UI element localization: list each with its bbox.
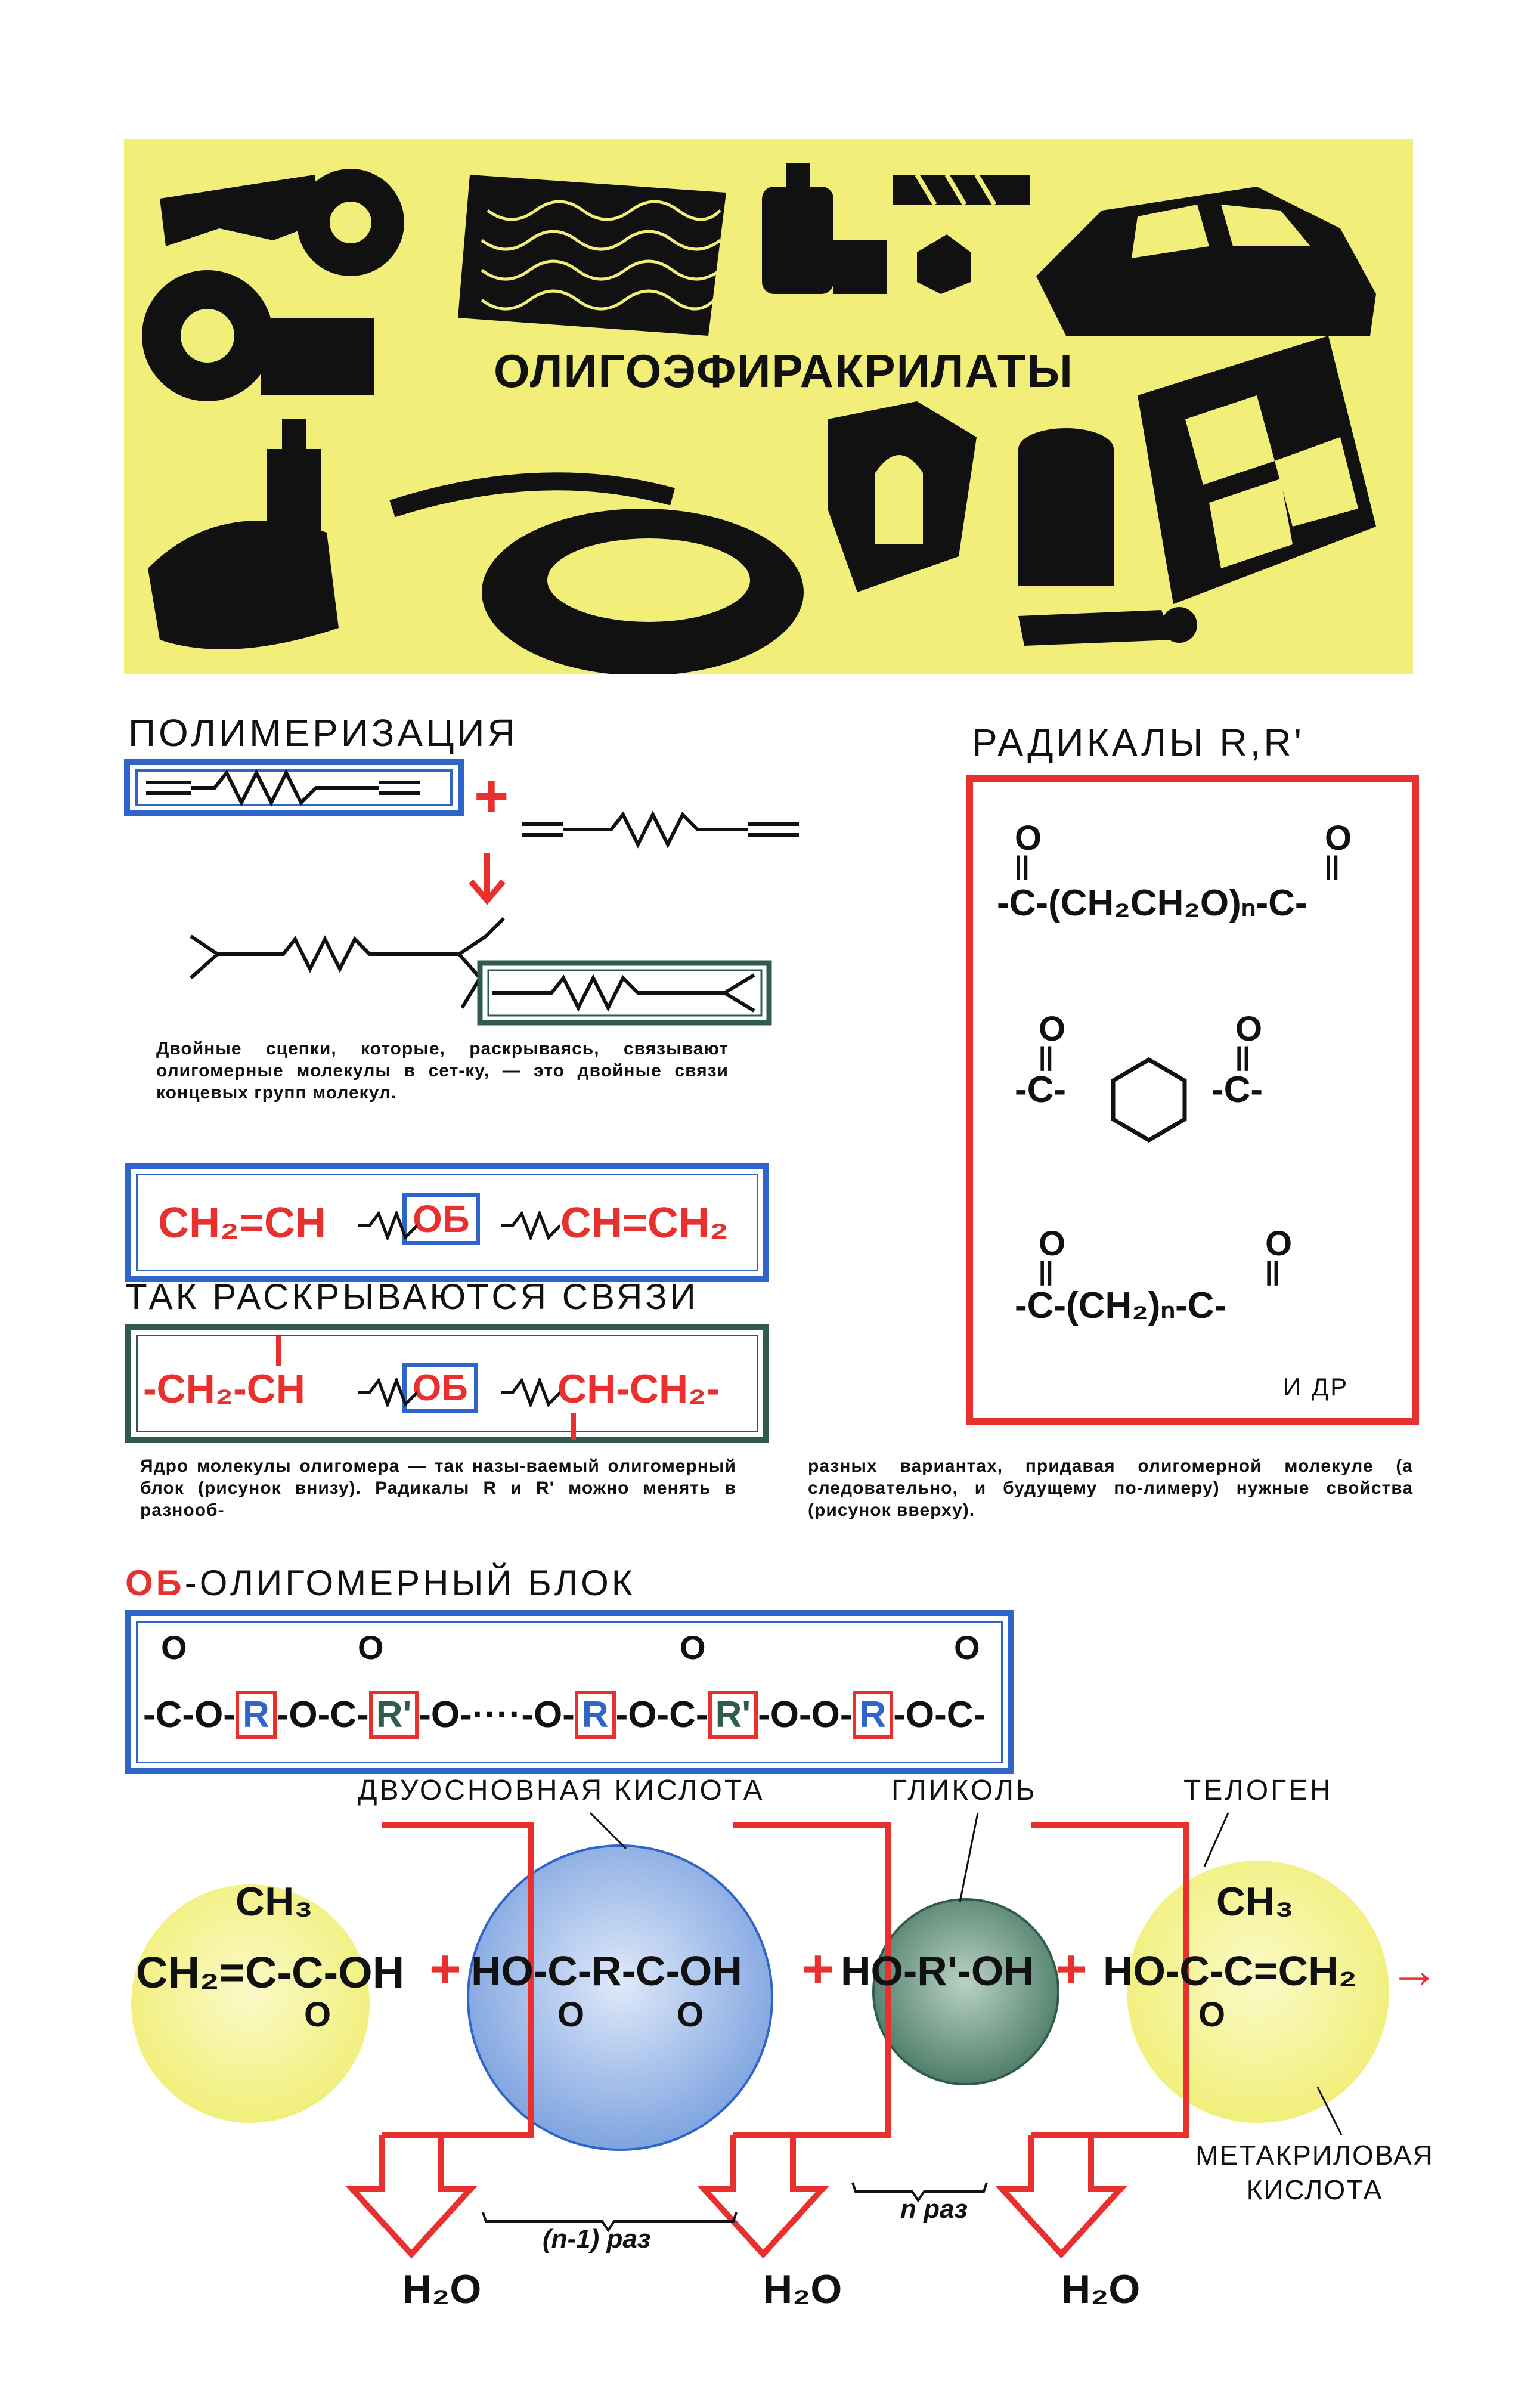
oligomer-block-box: O O O O -C-O-R-O-C-R'-O-····-O-R-O-C-R'-… — [125, 1610, 1014, 1774]
zigzag-bond-icon — [358, 1211, 417, 1240]
down-arrow-icon — [469, 853, 506, 905]
oxygen-label: O — [680, 1629, 706, 1666]
reaction-scheme — [131, 1812, 1389, 2259]
radical-formula-3: -C-(CH₂)ₙ-C- — [1015, 1285, 1227, 1326]
checkered-sheet-icon — [1138, 336, 1376, 604]
glycol-circle — [872, 1898, 1059, 2085]
radical-r-prime-box: R' — [368, 1691, 419, 1739]
oxygen-label: O — [1015, 819, 1042, 858]
radical-r-prime-box: R' — [708, 1691, 758, 1739]
methacrylic-acid-formula: CH₂=C-C-OH — [136, 1948, 405, 1997]
oxygen-label: O — [161, 1629, 187, 1666]
bowl-icon — [148, 521, 339, 649]
opened-structure-box: -CH₂-CH ОБ CH-CH₂- — [125, 1324, 769, 1443]
roll-icon — [1018, 607, 1197, 646]
telogen-formula: HO-C-C=CH₂ — [1103, 1948, 1357, 1994]
core-caption-left: Ядро молекулы олигомера — так назы-ваемы… — [140, 1456, 736, 1520]
tire-icon — [389, 472, 804, 674]
banner-illustration: ОЛИГОЭФИРАКРИЛАТЫ — [124, 139, 1413, 674]
radical-formula-2-left: -C- — [1015, 1069, 1067, 1110]
core-caption-right: разных вариантах, придавая олигомерной м… — [808, 1456, 1413, 1520]
banner-collage — [142, 163, 1376, 674]
can-icon — [762, 163, 971, 294]
zigzag-bond-icon — [358, 1378, 417, 1407]
acid-count-label: (n-1) раз — [543, 2224, 651, 2254]
screw-icon — [893, 173, 1030, 206]
glycol-count-label: n раз — [900, 2194, 968, 2224]
etc-label: И ДР — [1283, 1373, 1349, 1401]
brace-acid — [482, 2212, 738, 2233]
methacrylic-circle — [131, 1884, 370, 2123]
radical-r-box: R — [235, 1691, 277, 1739]
radical-formula-1: -C-(CH₂CH₂O)ₙ-C- — [997, 883, 1307, 924]
gear-icon — [160, 169, 404, 276]
water-product: H₂O — [1061, 2267, 1141, 2312]
zigzag-bond-icon — [501, 1378, 560, 1407]
oxygen-label: O — [1198, 1995, 1226, 2034]
radicals-heading: РАДИКАЛЫ R,R' — [972, 721, 1304, 764]
radical-r-box: R — [852, 1691, 894, 1739]
oxygen-label: O — [1325, 819, 1352, 858]
crosslinked-chain — [190, 917, 506, 1009]
telogen-label: ТЕЛОГЕН — [1183, 1775, 1333, 1806]
acid-label: ДВУОСНОВНАЯ КИСЛОТА — [358, 1775, 765, 1806]
acid-formula: HO-C-R-C-OH — [471, 1948, 742, 1994]
oligomer-block-heading: ОБ-ОЛИГОМЕРНЫЙ БЛОК — [125, 1562, 636, 1604]
radicals-box: O O || || -C-(CH₂CH₂O)ₙ-C- O O || || -C-… — [966, 775, 1419, 1425]
monomer-chain-2 — [522, 810, 799, 849]
acid-circle — [467, 1844, 773, 2151]
polymerization-diagram — [124, 759, 799, 1026]
radical-r-box: R — [574, 1691, 616, 1739]
oligomer-block-title: -ОЛИГОМЕРНЫЙ БЛОК — [184, 1563, 636, 1603]
oxygen-label: O — [358, 1629, 384, 1666]
zigzag-bond-icon — [501, 1211, 560, 1240]
oxygen-label: O — [677, 1995, 704, 2034]
oxygen-label: O — [1265, 1224, 1293, 1263]
opened-left-group: -CH₂-CH — [143, 1366, 305, 1412]
crosslinked-box — [477, 960, 772, 1026]
oxygen-label: O — [557, 1995, 585, 2034]
structure-left-group: CH₂=CH — [158, 1199, 327, 1247]
bond-opening-label: ТАК РАСКРЫВАЮТСЯ СВЯЗИ — [125, 1277, 699, 1317]
monomer-structure-box: CH₂=CH ОБ CH=CH₂ — [125, 1163, 769, 1282]
plus-sign: + — [802, 1939, 834, 1999]
plus-sign: + — [474, 763, 509, 829]
monomer-chain — [146, 769, 420, 807]
methyl-group: CH₃ — [236, 1879, 313, 1924]
water-arrows — [345, 1822, 1189, 2259]
radical-formula-2-right: -C- — [1211, 1069, 1263, 1110]
oligomer-chain: -C-O-R-O-C-R'-O-····-O-R-O-C-R'-O-O-R-O-… — [143, 1691, 986, 1739]
polymerization-heading: ПОЛИМЕРИЗАЦИЯ — [128, 711, 518, 754]
plus-sign: + — [429, 1939, 461, 1999]
monomer-box — [124, 759, 464, 816]
brace-glycol — [851, 2182, 988, 2203]
oligomer-block-prefix: ОБ — [125, 1563, 185, 1603]
mesh-fabric-icon — [458, 175, 726, 336]
glove-icon — [828, 401, 977, 592]
methacrylic-acid-label: МЕТАКРИЛОВАЯ КИСЛОТА — [1195, 2140, 1434, 2205]
oligomer-core-label: ОБ — [402, 1193, 480, 1245]
right-arrow-icon: → — [1389, 1942, 1439, 1998]
methyl-group: CH₃ — [1216, 1879, 1294, 1924]
plus-sign: + — [1055, 1939, 1087, 1999]
oxygen-label: O — [1039, 1010, 1066, 1048]
oxygen-label: O — [954, 1629, 980, 1666]
opened-right-group: CH-CH₂- — [557, 1366, 720, 1412]
cylinder-icon — [1018, 428, 1114, 586]
polymerization-caption: Двойные сцепки, которые, раскрываясь, св… — [156, 1039, 729, 1103]
oxygen-label: O — [304, 1995, 331, 2034]
pipe-ring-icon — [142, 270, 374, 401]
telogen-circle — [1127, 1861, 1389, 2123]
water-product: H₂O — [402, 2267, 482, 2312]
oxygen-label: O — [1235, 1010, 1263, 1048]
car-icon — [1036, 187, 1376, 336]
oligomer-core-label: ОБ — [402, 1363, 478, 1413]
water-product: H₂O — [763, 2267, 842, 2312]
structure-right-group: CH=CH₂ — [560, 1199, 729, 1247]
cyclohexane-ring-icon — [1111, 1057, 1187, 1143]
banner-title: ОЛИГОЭФИРАКРИЛАТЫ — [482, 342, 1086, 401]
oxygen-label: O — [1039, 1224, 1066, 1263]
glycol-formula: HO-R'-OH — [841, 1948, 1034, 1994]
glycol-label: ГЛИКОЛЬ — [891, 1775, 1037, 1806]
